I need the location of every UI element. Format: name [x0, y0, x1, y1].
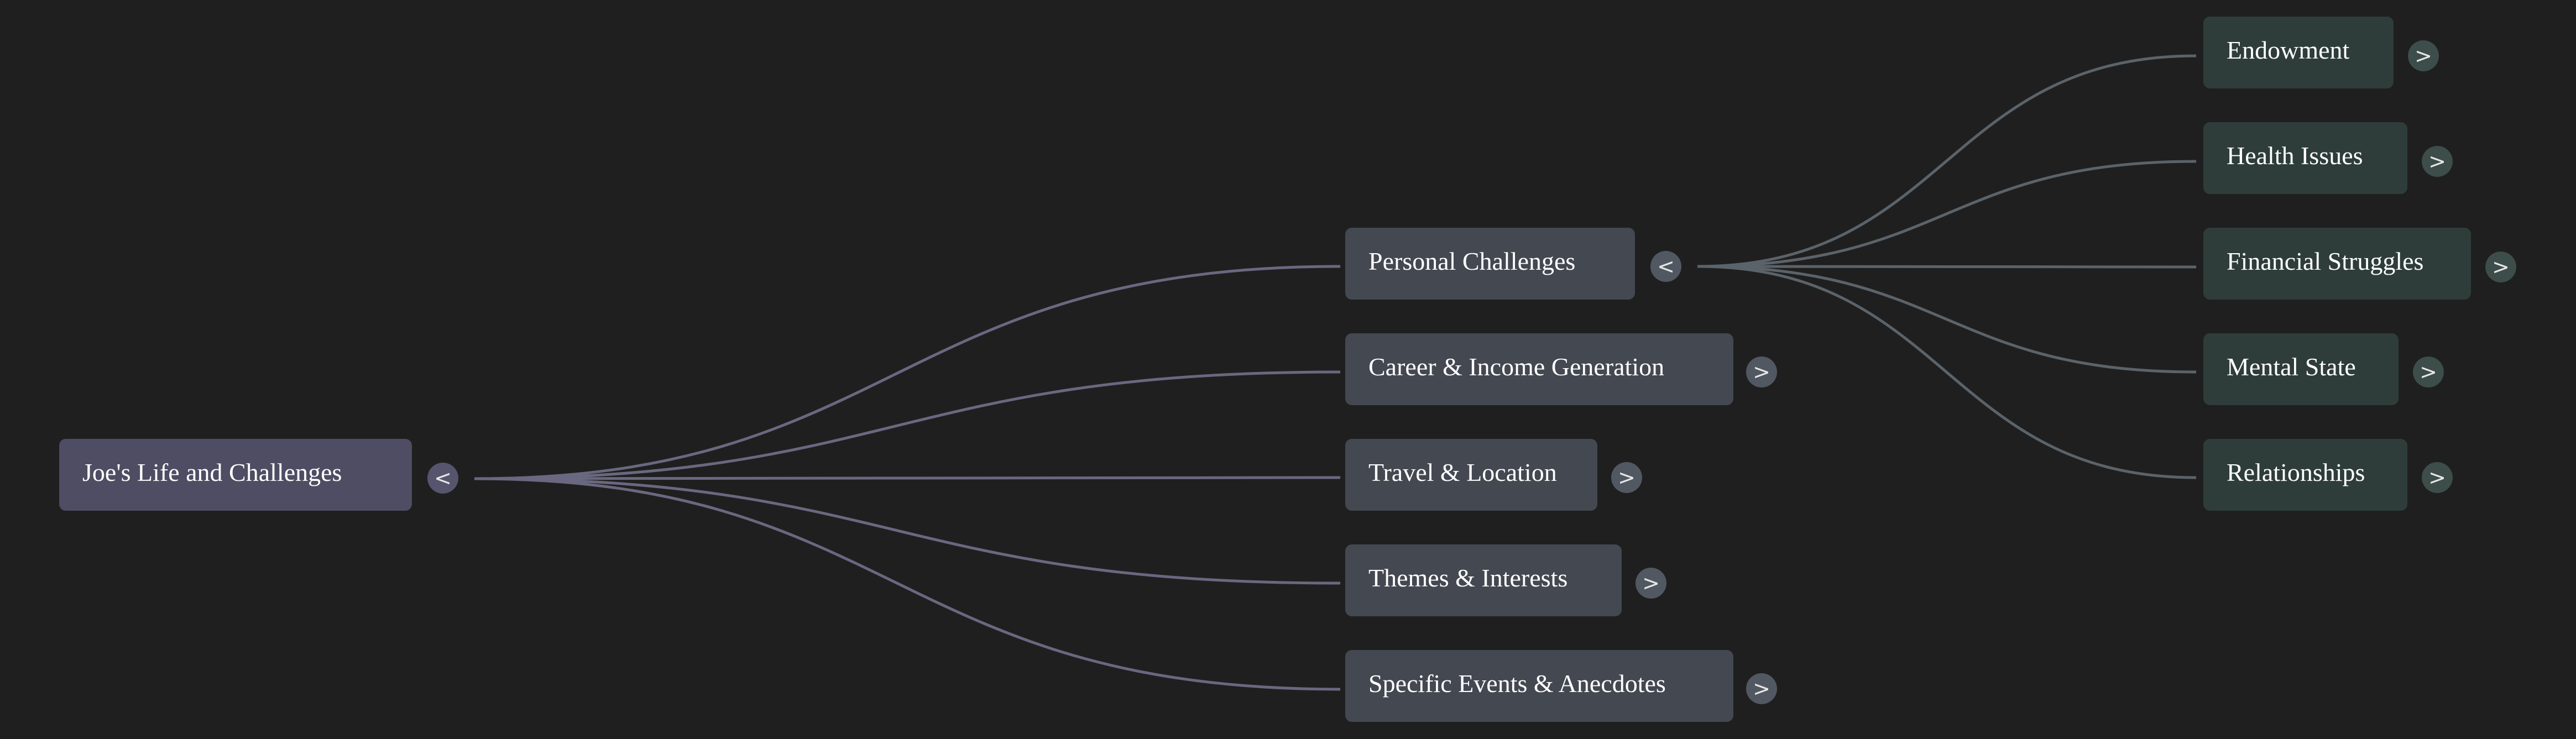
leaf-node-mental-state[interactable]: Mental State	[2203, 333, 2399, 405]
branch-label: Career & Income Generation	[1368, 352, 1665, 381]
edge-root-to-personal-challenges	[474, 265, 1341, 480]
root-node[interactable]: Joe's Life and Challenges	[59, 439, 412, 511]
branch-node-specific-events[interactable]: Specific Events & Anecdotes	[1345, 650, 1733, 722]
leaf-label: Endowment	[2227, 35, 2350, 64]
edge-personal-to-relationships	[1697, 265, 2197, 479]
specific-events-expand-button[interactable]: >	[1746, 673, 1777, 704]
leaf-node-relationships[interactable]: Relationships	[2203, 439, 2407, 511]
career-income-expand-button[interactable]: >	[1746, 357, 1777, 387]
branch-label: Themes & Interests	[1368, 563, 1568, 592]
leaf-node-endowment[interactable]: Endowment	[2203, 17, 2394, 88]
endowment-expand-button[interactable]: >	[2408, 40, 2439, 71]
edge-personal-to-financial-struggles	[1697, 265, 2197, 269]
relationships-expand-button[interactable]: >	[2422, 462, 2453, 493]
leaf-node-financial-struggles[interactable]: Financial Struggles	[2203, 228, 2471, 300]
branch-label: Specific Events & Anecdotes	[1368, 669, 1666, 698]
branch-node-themes-interests[interactable]: Themes & Interests	[1345, 544, 1622, 616]
edge-root-to-travel-location	[474, 476, 1341, 480]
leaf-label: Financial Struggles	[2227, 247, 2424, 275]
themes-interests-expand-button[interactable]: >	[1636, 568, 1666, 599]
leaf-label: Health Issues	[2227, 141, 2363, 170]
leaf-label: Relationships	[2227, 458, 2365, 486]
edge-personal-to-endowment	[1697, 54, 2197, 268]
financial-struggles-expand-button[interactable]: >	[2485, 251, 2516, 282]
branch-label: Personal Challenges	[1368, 247, 1576, 275]
branch-label: Travel & Location	[1368, 458, 1557, 486]
branch-node-travel-location[interactable]: Travel & Location	[1345, 439, 1597, 511]
leaf-node-health-issues[interactable]: Health Issues	[2203, 122, 2407, 194]
edge-personal-to-health-issues	[1697, 160, 2197, 268]
edge-root-to-career-income	[474, 370, 1341, 480]
travel-location-expand-button[interactable]: >	[1611, 462, 1642, 493]
branch-node-career-income[interactable]: Career & Income Generation	[1345, 333, 1733, 405]
edge-root-to-specific-events	[474, 477, 1341, 691]
edge-root-to-themes-interests	[474, 477, 1341, 585]
root-node-label: Joe's Life and Challenges	[82, 458, 342, 486]
health-issues-expand-button[interactable]: >	[2422, 146, 2453, 177]
edge-personal-to-mental-state	[1697, 265, 2197, 374]
root-collapse-button[interactable]: <	[427, 463, 458, 494]
leaf-label: Mental State	[2227, 352, 2356, 381]
branch-node-personal-challenges[interactable]: Personal Challenges	[1345, 228, 1635, 300]
personal-challenges-collapse-button[interactable]: <	[1650, 251, 1681, 282]
mental-state-expand-button[interactable]: >	[2413, 357, 2444, 387]
